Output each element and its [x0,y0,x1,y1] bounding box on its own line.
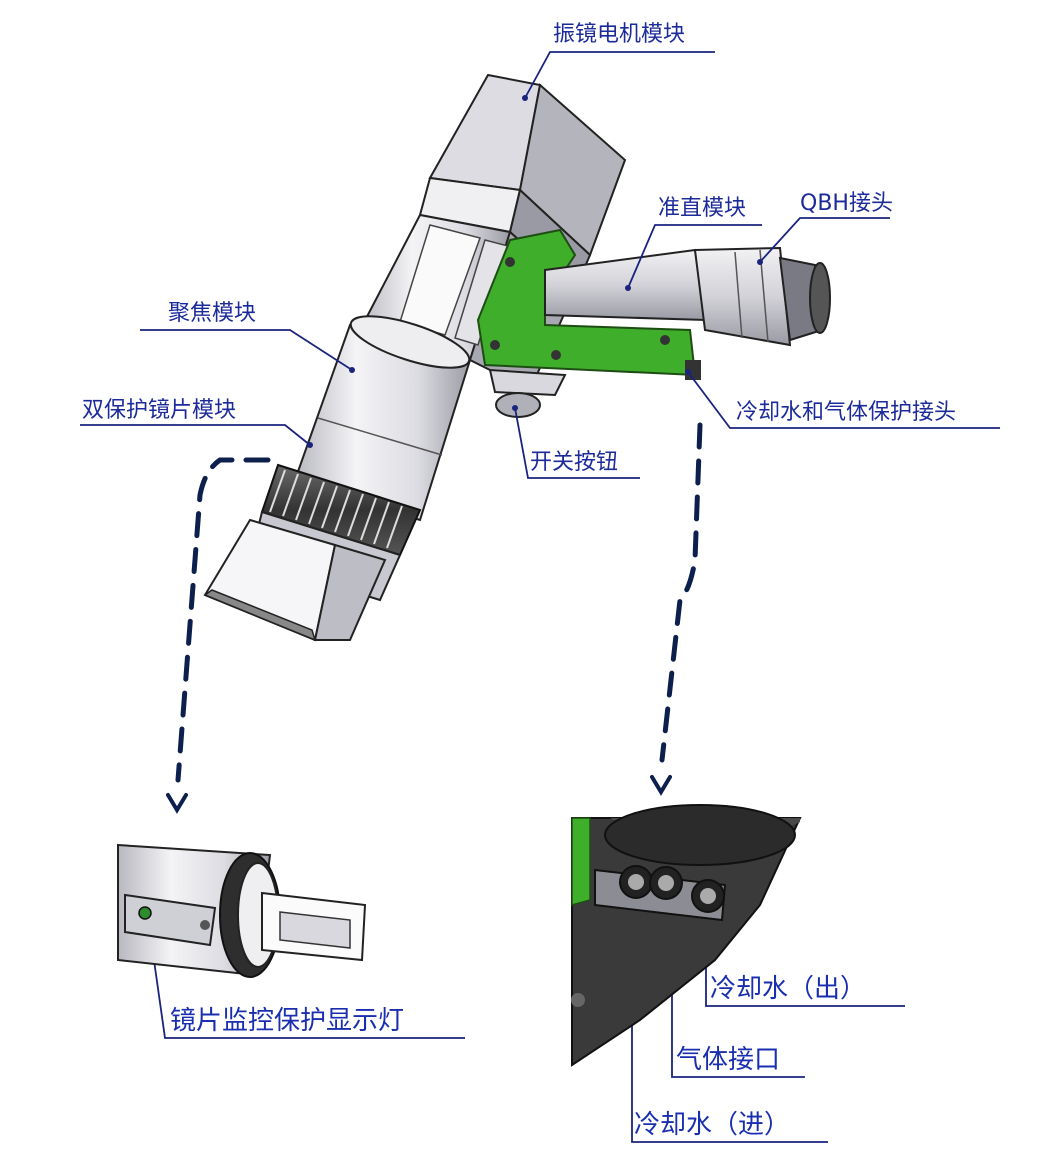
label-qbh-connector: QBH接头 [800,191,893,216]
nozzle [203,510,402,642]
arrowhead-left [166,793,188,814]
leader-collimation [627,224,762,289]
green-bracket [476,228,697,377]
leader-qbh [759,217,890,263]
label-cooling-water-gas-connector: 冷却水和气体保护接头 [736,400,957,425]
dashed-guide-left [175,457,271,783]
leader-focus [140,329,353,371]
focus-cylinder [293,315,472,522]
arrowhead-right [650,775,672,796]
indicator-lamp [138,906,152,920]
label-galvo-motor-module: 振镜电机模块 [553,22,686,47]
label-focus-module: 聚焦模块 [168,301,257,326]
leader-switch [514,407,640,479]
label-gas-inlet: 气体接口 [676,1045,781,1075]
label-switch-button: 开关按钮 [530,450,619,475]
label-lens-monitor-indicator: 镜片监控保护显示灯 [170,1006,405,1036]
leader-dual-lens [80,424,311,446]
laser-head [203,73,831,642]
label-collimation-module: 准直模块 [658,196,747,221]
connector-fittings [619,865,725,913]
dashed-guides [175,422,703,783]
dashed-guide-right [659,422,703,763]
cooling-connector-part [685,360,701,380]
label-dual-protective-lens-module: 双保护镜片模块 [82,398,237,423]
leader-cooling-gas [687,371,1000,429]
collimator-tube [544,246,831,347]
detail-connector-view [571,804,802,1067]
leader-galvo [524,51,715,99]
detail-indicator-view [117,843,367,978]
label-cooling-water-in: 冷却水（进） [634,1110,791,1140]
switch-button-part [488,368,567,418]
label-cooling-water-out: 冷却水（出） [710,974,867,1004]
galvo-motor-box [418,73,627,292]
dashed-arrowheads [166,775,672,814]
